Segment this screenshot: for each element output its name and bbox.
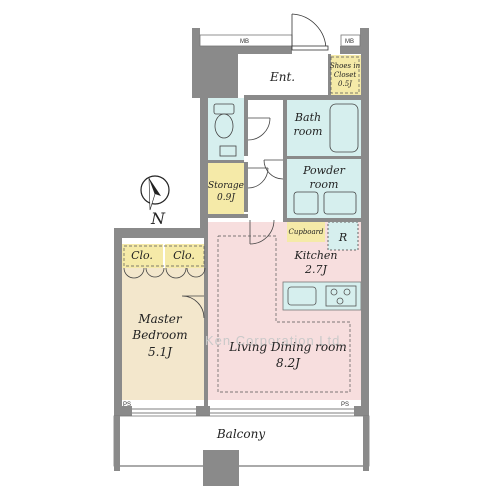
- master-label-2: Bedroom: [131, 328, 187, 342]
- cupboard-label: Cupboard: [288, 228, 324, 236]
- pipe-space-label-2: PS: [341, 402, 349, 408]
- windows: [132, 408, 354, 414]
- meter-box-label-2: MB: [345, 39, 354, 45]
- compass: [140, 175, 170, 211]
- balcony-unit: [203, 450, 239, 486]
- watermark: Ken Corporation Ltd.: [205, 333, 345, 348]
- balcony: [113, 415, 370, 486]
- fridge-label: R: [338, 231, 347, 244]
- storage-label-1: Storage: [208, 181, 244, 191]
- meter-box-label-1: MB: [240, 39, 249, 45]
- entrance-label: Ent.: [269, 70, 295, 84]
- kitchen-label-2: 2.7J: [304, 263, 327, 276]
- storage-label-2: 0.9J: [217, 193, 236, 203]
- meter-box-right: [340, 34, 361, 47]
- master-bedroom-floor: [122, 268, 206, 400]
- closet-label-2: Clo.: [173, 249, 195, 262]
- storage-floor: [208, 162, 244, 214]
- stove: [325, 285, 357, 307]
- bath-label-1: Bath: [294, 111, 321, 124]
- shoes-closet-floor: [330, 55, 361, 95]
- dashed-outlines: [123, 56, 360, 393]
- closet-floor-2: [165, 244, 206, 268]
- entrance-door: [291, 13, 329, 51]
- sink: [287, 286, 317, 306]
- powder-label-1: Powder: [302, 164, 346, 177]
- fridge-floor: [327, 221, 359, 251]
- cupboard-floor: [287, 222, 325, 242]
- master-label-3: 5.1J: [148, 345, 173, 359]
- compass-north-label: N: [150, 209, 166, 228]
- balcony-label: Balcony: [216, 427, 265, 441]
- interior-doors: [123, 117, 284, 319]
- living-label-2: 8.2J: [276, 356, 301, 370]
- fixtures: [213, 103, 359, 215]
- powder-label-2: room: [310, 178, 339, 191]
- kitchen-label-1: Kitchen: [294, 249, 338, 262]
- walls: [114, 28, 369, 416]
- shoes-closet-label-3: 0.5J: [338, 80, 353, 88]
- pipe-space-label-1: PS: [123, 402, 131, 408]
- living-label-1: Living Dining room: [228, 340, 346, 354]
- shoes-closet-label-1: Shoes in: [330, 62, 361, 70]
- bath-label-2: room: [294, 125, 323, 138]
- master-label-1: Master: [137, 312, 183, 326]
- living-dining-floor: [208, 222, 361, 400]
- closet-floor-1: [122, 244, 163, 268]
- shoes-closet-label-2: Closet: [334, 71, 357, 79]
- closet-label-1: Clo.: [131, 249, 153, 262]
